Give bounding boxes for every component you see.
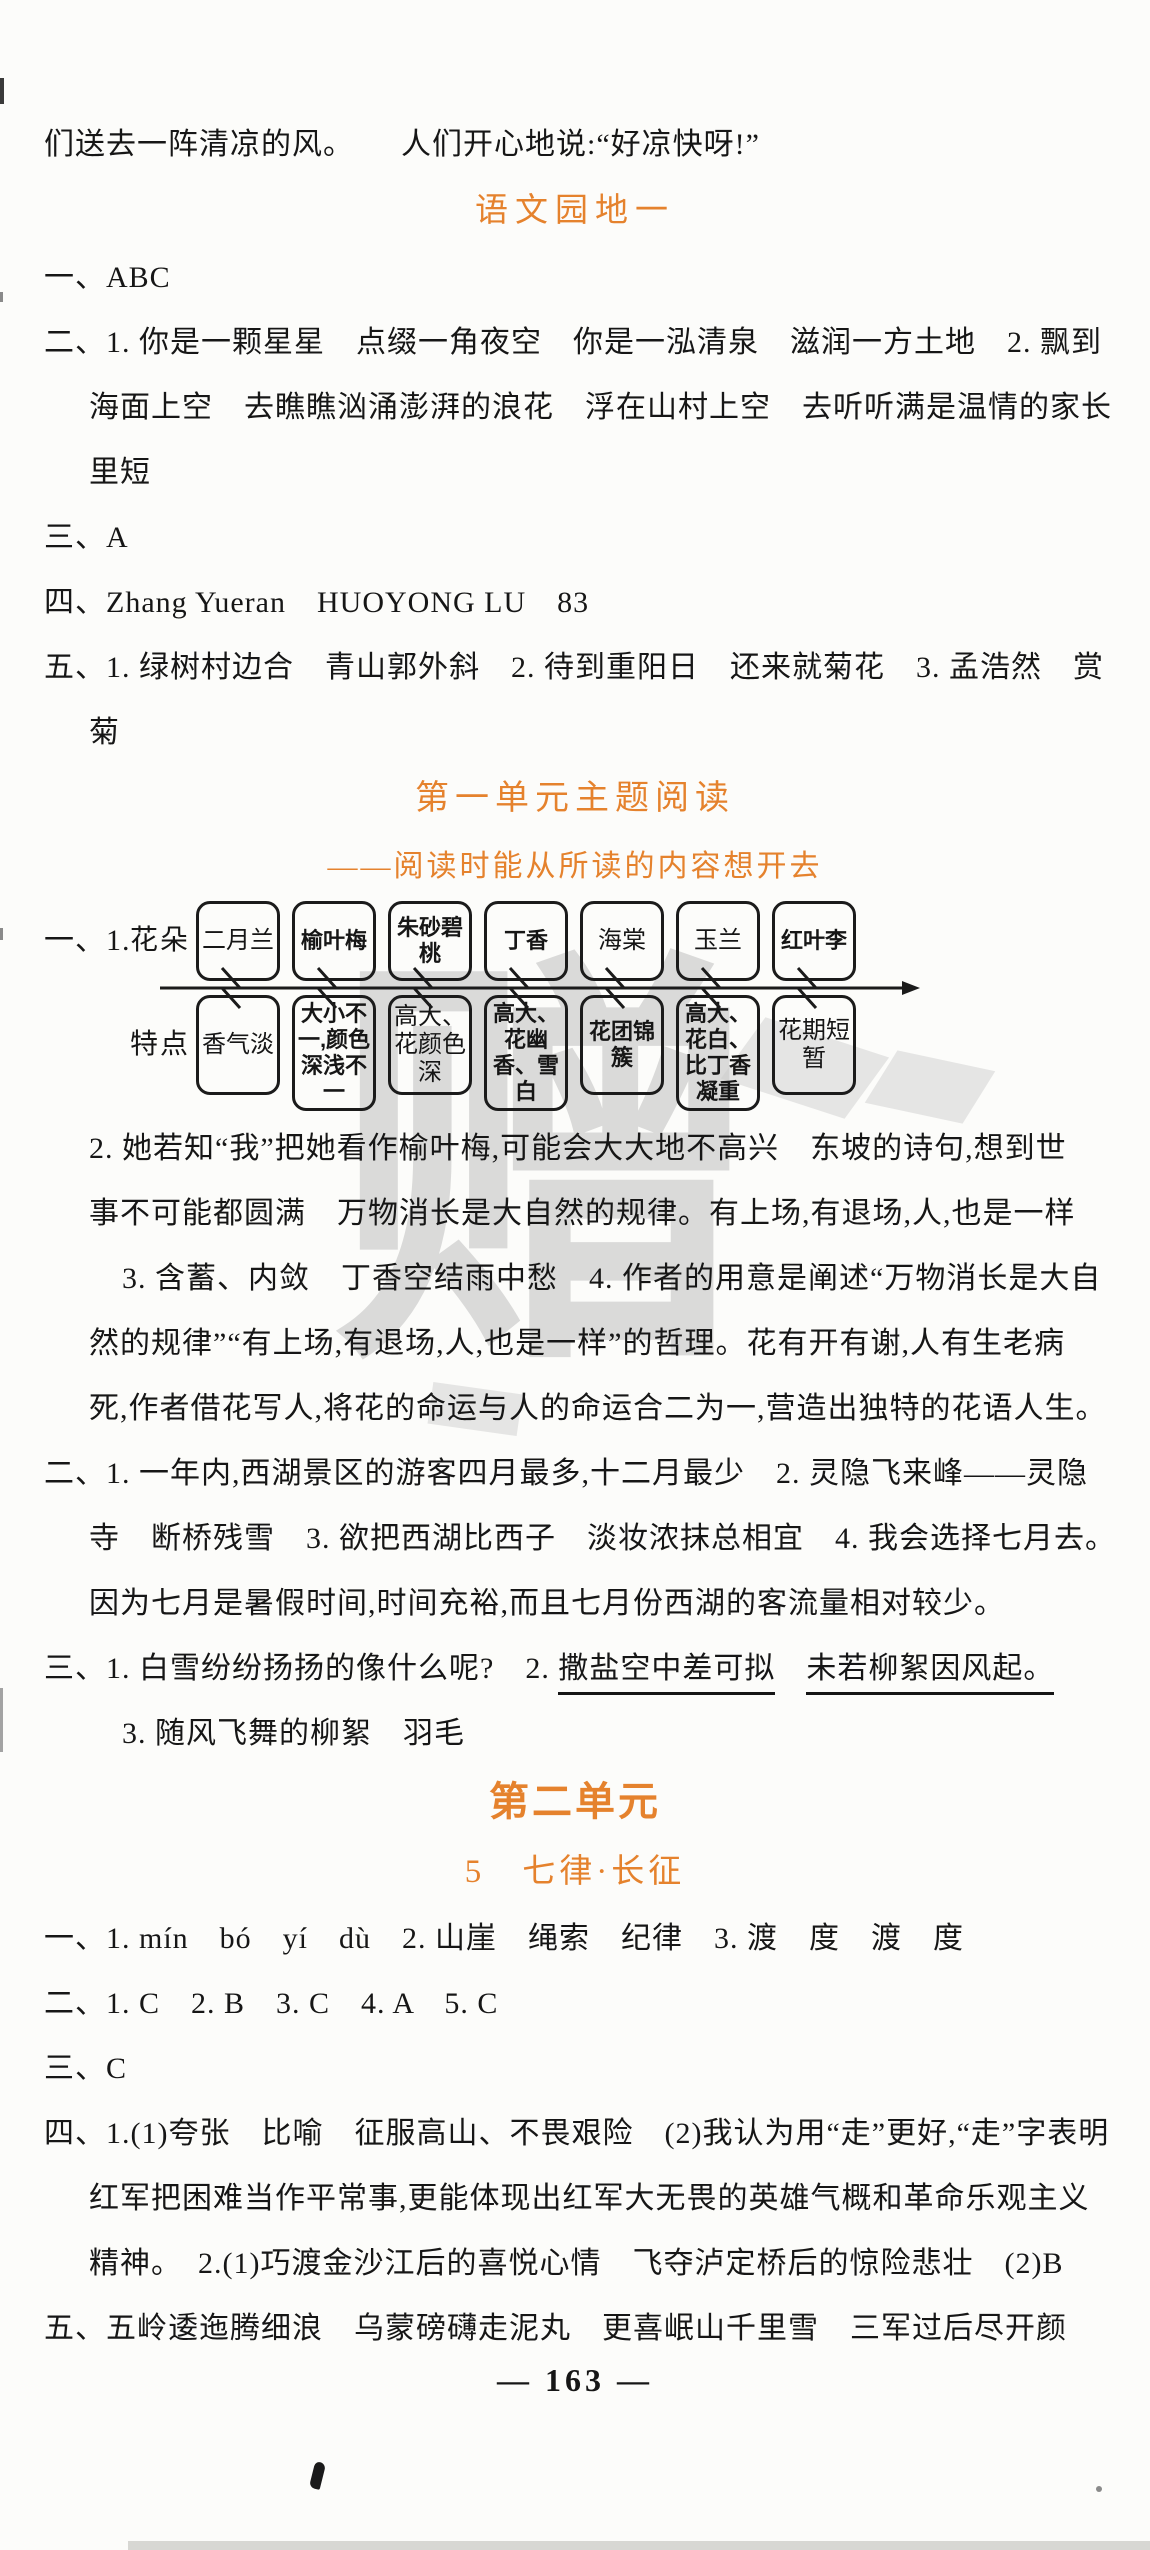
answer-line: 三、A — [44, 521, 129, 554]
answer-line: 精神。 2.(1)巧渡金沙江后的喜悦心情 飞夺泸定桥后的惊险悲壮 (2)B — [89, 2247, 1064, 2280]
feature-box: 高大、花颜色深 — [388, 995, 472, 1095]
feature-box: 大小不一,颜色深浅不一 — [292, 995, 376, 1111]
answer-line-with-underlines: 三、1. 白雪纷纷扬扬的像什么呢? 2. 撒盐空中差可拟 未若柳絮因风起。 — [44, 1636, 1106, 1701]
scan-artifact-edge — [0, 78, 4, 104]
answer-line: 因为七月是暑假时间,时间充裕,而且七月份西湖的客流量相对较少。 — [89, 1587, 1005, 1620]
answer-line: 二、1. 一年内,西湖景区的游客四月最多,十二月最少 2. 灵隐飞来峰——灵隐 — [44, 1457, 1088, 1490]
answer-line: 一、1. mín bó yí dù 2. 山崖 绳索 纪律 3. 渡 度 渡 度 — [44, 1922, 965, 1955]
scan-artifact-edge — [0, 1688, 3, 1752]
diagram-rows: 花朵 二月兰 榆叶梅 朱砂碧桃 丁香 海棠 玉兰 红叶李 — [130, 901, 1106, 1111]
answer-line: 3. 随风飞舞的柳絮 羽毛 — [122, 1717, 465, 1750]
answer-line: 四、1.(1)夸张 比喻 征服高山、不畏艰险 (2)我认为用“走”更好,“走”字… — [44, 2117, 1110, 2150]
diagram-feature-boxes: 香气淡 大小不一,颜色深浅不一 高大、花颜色深 高大、花幽香、雪白 花团锦簇 高… — [196, 995, 856, 1111]
answer-line: 四、Zhang Yueran HUOYONG LU 83 — [44, 586, 590, 619]
flower-box: 丁香 — [484, 901, 568, 981]
answer-line: 事不可能都圆满 万物消长是大自然的规律。有上场,有退场,人,也是一样 — [89, 1197, 1076, 1230]
underlined-quote: 未若柳絮因风起。 — [806, 1652, 1055, 1695]
answer-line: 红军把困难当作平常事,更能体现出红军大无畏的英雄气概和革命乐观主义 — [89, 2182, 1090, 2215]
flower-box: 红叶李 — [772, 901, 856, 981]
answer-line: 死,作者借花写人,将花的命运与人的命运合二为一,营造出独特的花语人生。 — [89, 1392, 1107, 1425]
answer-line: 二、1. 你是一颗星星 点缀一角夜空 你是一泓清泉 滋润一方土地 2. 飘到 — [44, 326, 1102, 359]
diagram-row-label: 特点 — [130, 1029, 191, 1060]
answer-text — [775, 1652, 806, 1685]
answer-line: 五、五岭逶迤腾细浪 乌蒙磅礴走泥丸 更喜岷山千里雪 三军过后尽开颜 — [44, 2312, 1067, 2345]
section-title-yuwen-yuandi-1: 语文园地一 — [475, 193, 675, 229]
flower-feature-diagram: 一、1. 花朵 二月兰 榆叶梅 朱砂碧桃 丁香 海棠 玉兰 红叶李 — [44, 901, 1106, 1116]
answer-line: 2. 她若知“我”把她看作榆叶梅,可能会大大地不高兴 东坡的诗句,想到世 — [89, 1132, 1067, 1165]
body-line-intro: 们送去一阵清凉的风。 人们开心地说:“好凉快呀!” — [44, 128, 760, 161]
answer-line: 菊 — [89, 716, 120, 749]
flower-box: 榆叶梅 — [292, 901, 376, 981]
section-title-unit1-reading: 第一单元主题阅读 — [415, 780, 735, 817]
answer-line: 然的规律”“有上场,有退场,人,也是一样”的哲理。花有开有谢,人有生老病 — [89, 1327, 1065, 1360]
question-label: 一、1. — [44, 924, 131, 957]
flower-box: 朱砂碧桃 — [388, 901, 472, 981]
flower-box: 玉兰 — [676, 901, 760, 981]
timeline-arrow — [130, 966, 1106, 1010]
feature-box: 高大、花幽香、雪白 — [484, 995, 568, 1111]
lesson-title-qilv-changzheng: 5 七律·长征 — [464, 1854, 686, 1890]
answer-line: 寺 断桥残雪 3. 欲把西湖比西子 淡妆浓抹总相宜 4. 我会选择七月去。 — [89, 1522, 1116, 1555]
answer-line: 三、C — [44, 2052, 128, 2085]
page-number: — 163 — — [497, 2362, 653, 2398]
feature-box: 香气淡 — [196, 995, 280, 1095]
scan-artifact-dot — [1096, 2486, 1102, 2492]
answer-line: 二、1. C 2. B 3. C 4. A 5. C — [44, 1987, 499, 2020]
feature-box: 高大、花白、比丁香凝重 — [676, 995, 760, 1111]
feature-box: 花团锦簇 — [580, 995, 664, 1095]
answer-line: 海面上空 去瞧瞧汹涌澎湃的浪花 浮在山村上空 去听听满是温情的家长 — [89, 391, 1112, 424]
scan-artifact-edge — [0, 928, 3, 940]
diagram-flower-boxes: 二月兰 榆叶梅 朱砂碧桃 丁香 海棠 玉兰 红叶李 — [196, 901, 856, 981]
section-title-unit2: 第二单元 — [489, 1779, 661, 1824]
scan-artifact-bottom-band — [128, 2541, 1150, 2550]
diagram-row-label: 花朵 — [130, 925, 191, 956]
section-subtitle-unit1-reading: ——阅读时能从所读的内容想开去 — [327, 850, 823, 883]
answer-line: 五、1. 绿树村边合 青山郭外斜 2. 待到重阳日 还来就菊花 3. 孟浩然 赏 — [44, 651, 1104, 684]
answer-line: 里短 — [89, 456, 151, 489]
answer-text: 三、1. 白雪纷纷扬扬的像什么呢? 2. — [44, 1652, 559, 1685]
scan-artifact-edge — [0, 292, 3, 302]
timeline-arrow-icon — [160, 966, 920, 1010]
flower-box: 海棠 — [580, 901, 664, 981]
answer-line: 一、ABC — [44, 261, 171, 294]
flower-box: 二月兰 — [196, 901, 280, 981]
feature-box: 花期短暂 — [772, 995, 856, 1095]
diagram-features-row: 特点 香气淡 大小不一,颜色深浅不一 高大、花颜色深 高大、花幽香、雪白 花团锦… — [130, 995, 1106, 1111]
underlined-quote: 撒盐空中差可拟 — [558, 1652, 776, 1695]
diagram-flowers-row: 花朵 二月兰 榆叶梅 朱砂碧桃 丁香 海棠 玉兰 红叶李 — [130, 901, 1106, 981]
answer-line: 3. 含蓄、内敛 丁香空结雨中愁 4. 作者的用意是阐述“万物消长是大自 — [122, 1262, 1102, 1295]
